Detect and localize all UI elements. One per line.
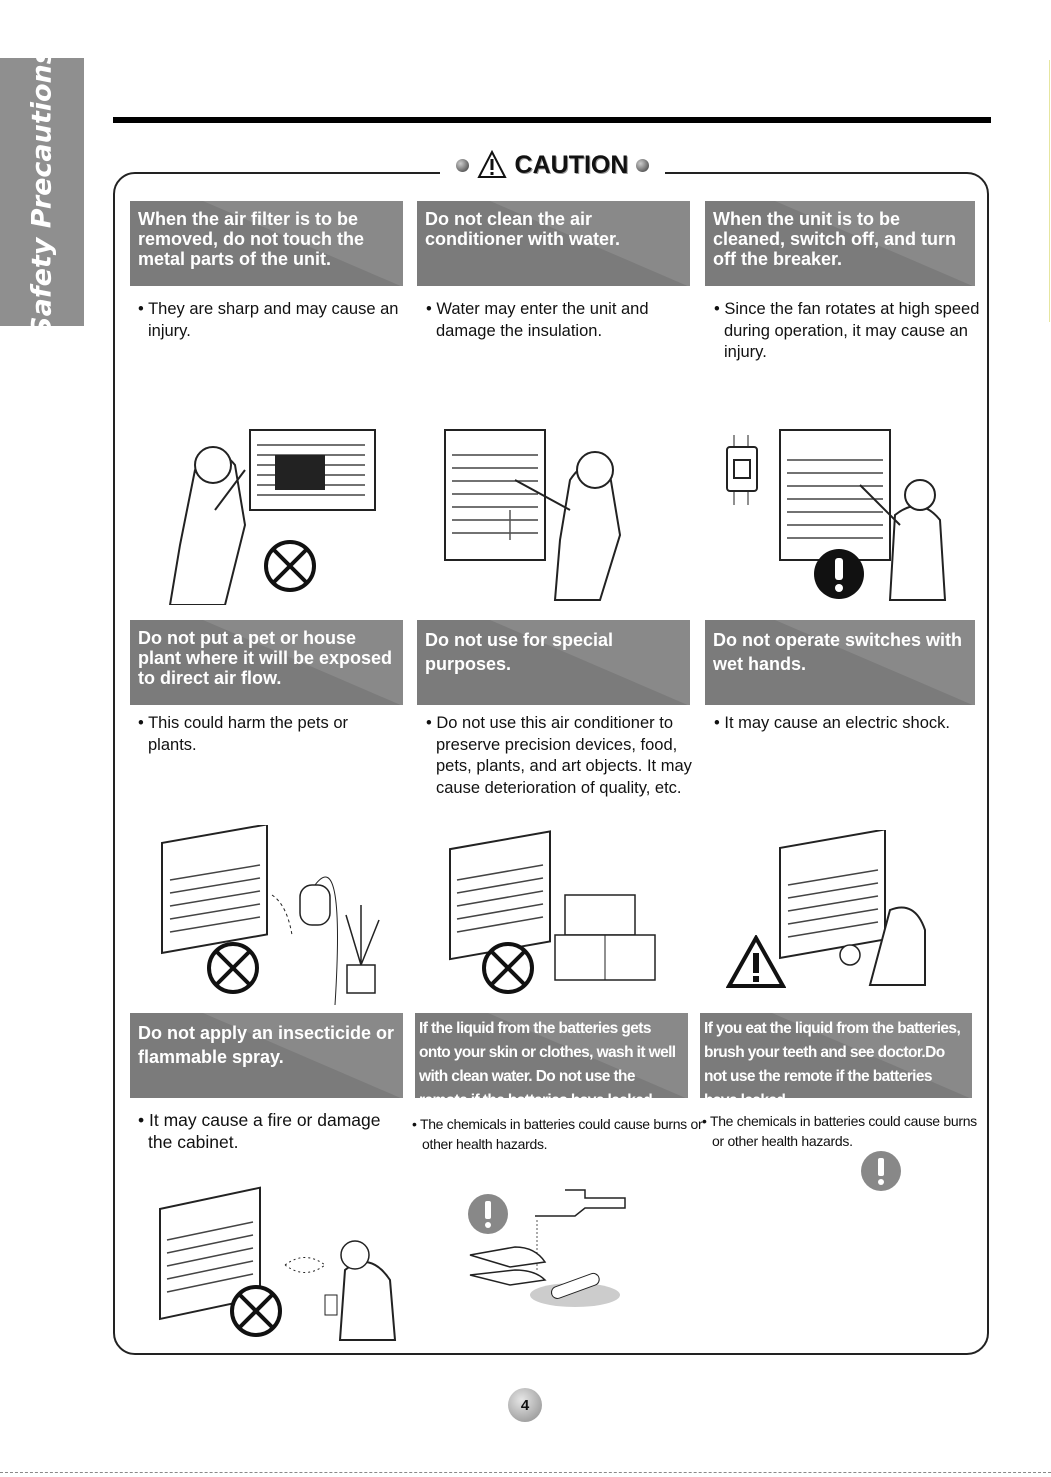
illustration-pet-plant (161, 825, 380, 1005)
bottom-rule (0, 1472, 1051, 1474)
desc-battery-eat: • The chemicals in batteries could cause… (702, 1113, 977, 1149)
illustration-insecticide-spray (159, 1186, 397, 1341)
mandatory-sign-icon (468, 1194, 508, 1234)
prohibited-sign-icon (207, 942, 259, 994)
top-rule (113, 117, 991, 123)
prohibited-sign-icon (482, 942, 534, 994)
prohibited-sign-icon (230, 1285, 282, 1337)
mandatory-sign-icon (861, 1151, 901, 1191)
heading-band-insecticide: Do not apply an insecticide or flammable… (130, 1013, 403, 1098)
desc-insecticide: • It may cause a fire or damage the cabi… (138, 1110, 381, 1152)
illustration-special-purposes (449, 830, 656, 981)
page-number: 4 (508, 1388, 542, 1422)
warning-triangle-icon (726, 935, 786, 988)
heading-band-air-filter: When the air filter is to be removed, do… (130, 201, 403, 286)
caution-title: CAUTION (514, 150, 629, 179)
desc-special-purposes: • Do not use this air conditioner to pre… (426, 714, 692, 797)
heading-band-battery-skin: If the liquid from the batteries gets on… (415, 1013, 688, 1098)
heading-band-special-purposes: Do not use for special purposes. (417, 620, 690, 705)
prohibited-sign-icon (264, 540, 316, 592)
illustration-water-cleaning (444, 429, 622, 601)
breaker-switch-icon (726, 435, 758, 505)
illustration-filter-removal (168, 429, 376, 605)
warning-triangle-icon (476, 150, 507, 178)
desc-wet-hands: • It may cause an electric shock. (714, 714, 950, 732)
desc-water: • Water may enter the unit and damage th… (426, 300, 649, 340)
heading-band-breaker: When the unit is to be cleaned, switch o… (705, 201, 975, 286)
desc-air-filter: • They are sharp and may cause an injury… (138, 300, 399, 340)
desc-pet-plant: • This could harm the pets or plants. (138, 714, 348, 754)
page-edge-line (1049, 60, 1050, 322)
section-tab: Safety Precautions (0, 48, 84, 336)
illustration-wet-hands (779, 830, 926, 986)
mandatory-sign-icon (814, 549, 864, 599)
illustration-unit-cleaning (779, 429, 947, 601)
section-tab-label: Safety Precautions (26, 48, 58, 336)
heading-band-water: Do not clean the air conditioner with wa… (417, 201, 690, 286)
bullet-dot-icon (455, 158, 469, 172)
illustration-washing-hands (469, 1189, 626, 1307)
heading-band-wet-hands: Do not operate switches with wet hands. (705, 620, 975, 705)
bullet-dot-icon (636, 158, 650, 172)
desc-battery-skin: • The chemicals in batteries could cause… (412, 1116, 703, 1152)
heading-band-pet-plant: Do not put a pet or house plant where it… (130, 620, 403, 705)
caution-header: CAUTION (440, 145, 665, 185)
desc-breaker: • Since the fan rotates at high speed du… (714, 300, 980, 361)
heading-band-battery-eat: If you eat the liquid from the batteries… (700, 1013, 972, 1098)
